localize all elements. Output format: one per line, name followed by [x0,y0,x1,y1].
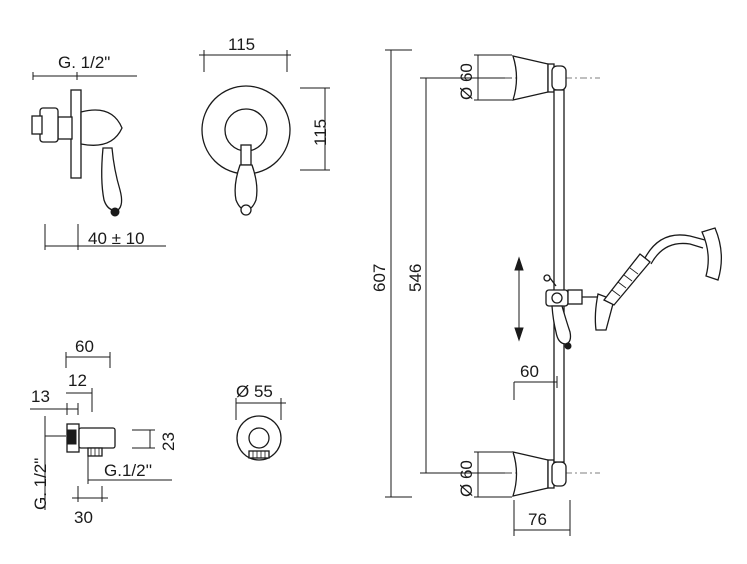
dim-outlet-30: 30 [74,508,93,527]
dim-valve-height: 115 [311,119,330,146]
outlet-side-view: 60 12 13 23 G. 1/2" G.1/2'' 30 [30,337,178,527]
dim-rail-inner: 546 [406,264,425,292]
dim-outlet-12: 12 [68,371,87,390]
dim-valve-depth: 40 ± 10 [88,229,145,248]
dim-outlet-thread-left: G. 1/2" [31,458,50,510]
dim-bracket-top-diameter: Ø 60 [457,63,476,100]
dim-rail-overall: 607 [370,264,389,292]
valve-front-view: 115 115 [199,35,330,216]
dim-bracket-offset: 60 [520,362,539,381]
dim-outlet-13: 13 [31,387,50,406]
dim-bracket-width: 76 [528,510,547,529]
dim-outlet-23: 23 [159,432,178,451]
dim-valve-thread: G. 1/2" [58,53,110,72]
dim-outlet-width: 60 [75,337,94,356]
valve-side-view: G. 1/2" 40 ± 10 [31,53,166,250]
slide-rail-assembly: 607 546 Ø 60 Ø 60 [370,49,722,536]
outlet-front-view: Ø 55 [235,382,286,461]
dim-outlet-thread-right: G.1/2'' [104,461,152,480]
dim-outlet-diameter: Ø 55 [236,382,273,401]
dim-valve-width: 115 [228,35,255,54]
dim-bracket-bottom-diameter: Ø 60 [457,460,476,497]
